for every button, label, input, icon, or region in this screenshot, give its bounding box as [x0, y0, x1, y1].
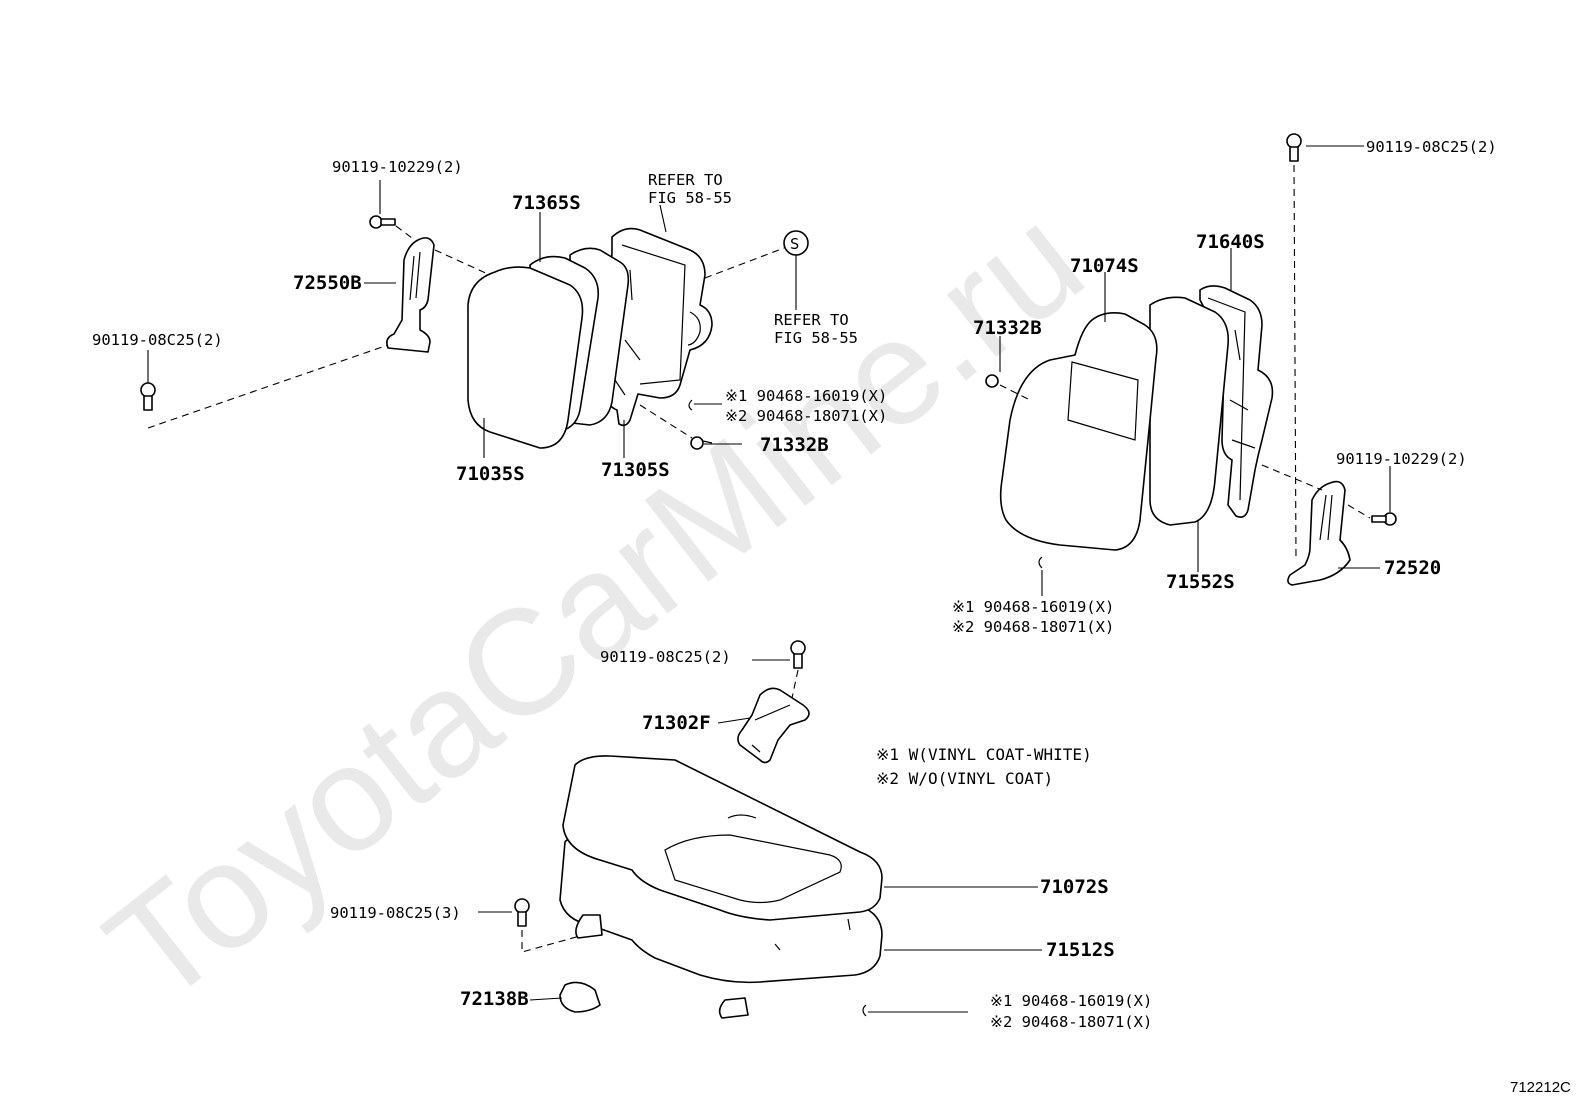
- cover-71072s-drawing: [562, 755, 883, 921]
- bolt-lower-icon: [514, 898, 530, 927]
- pad-71552s-drawing: [1149, 296, 1230, 526]
- frame-71640s-drawing: [1199, 285, 1274, 518]
- label-refer-top-2: FIG 58-55: [648, 189, 732, 207]
- bolt-upper-left-icon: [369, 215, 396, 229]
- label-bracket-72520: 72520: [1384, 557, 1441, 579]
- label-cover-71072s: 71072S: [1040, 876, 1109, 898]
- label-frame-71640s: 71640S: [1196, 231, 1265, 253]
- label-clip-mid-2: ※2 90468-18071(X): [952, 618, 1114, 636]
- label-clip-mid-1: ※1 90468-16019(X): [952, 598, 1114, 616]
- label-clip-left-2: ※2 90468-18071(X): [725, 407, 887, 425]
- label-nut-left: 71332B: [760, 434, 829, 456]
- clip-left-icon: [688, 399, 693, 411]
- label-bolt-top-right: 90119-08C25(2): [1366, 138, 1497, 156]
- label-bolt-lower: 90119-08C25(3): [330, 904, 461, 922]
- label-refer-right-1: REFER TO: [774, 311, 849, 329]
- seat-cushion-group: [478, 640, 1042, 1019]
- cap-72138b-drawing: [559, 981, 601, 1013]
- bolt-left-icon: [140, 382, 156, 411]
- bolt-center-icon: [790, 640, 806, 669]
- right-seatback-group: [985, 133, 1397, 596]
- label-pad-71365s: 71365S: [512, 192, 581, 214]
- bracket-72520-drawing: [1287, 480, 1351, 586]
- label-bracket-72550b: 72550B: [293, 272, 362, 294]
- label-clip-left-1: ※1 90468-16019(X): [725, 387, 887, 405]
- bolt-top-right-icon: [1286, 133, 1302, 162]
- label-cover-71074s: 71074S: [1070, 255, 1139, 277]
- label-nut-right: 71332B: [973, 317, 1042, 339]
- cover-71035s-drawing: [467, 266, 584, 449]
- label-refer-top-1: REFER TO: [648, 171, 723, 189]
- label-refer-right-2: FIG 58-55: [774, 329, 858, 347]
- clip-bottom-icon: [862, 1004, 867, 1017]
- label-pad-71552s: 71552S: [1166, 571, 1235, 593]
- callout-labels: 90119-10229(2) 72550B 90119-08C25(2) 713…: [92, 138, 1571, 1096]
- label-cap-72138b: 72138B: [460, 988, 529, 1010]
- label-hinge-71302f: 71302F: [642, 712, 711, 734]
- label-note-2: ※2 W/O(VINYL COAT): [876, 769, 1053, 788]
- frame-71305s-drawing: [606, 227, 713, 427]
- label-bolt-upper-left: 90119-10229(2): [332, 158, 463, 176]
- label-clip-bottom-1: ※1 90468-16019(X): [990, 992, 1152, 1010]
- nut-right-icon: [985, 374, 999, 388]
- label-cover-71035s: 71035S: [456, 463, 525, 485]
- bolt-right-icon: [1371, 512, 1397, 526]
- label-clip-bottom-2: ※2 90468-18071(X): [990, 1013, 1152, 1031]
- cover-71074s-drawing: [999, 312, 1158, 551]
- nut-left-icon: [690, 436, 713, 450]
- label-bolt-center: 90119-08C25(2): [600, 648, 731, 666]
- label-pad-71512s: 71512S: [1046, 939, 1115, 961]
- hinge-71302f-drawing: [737, 687, 810, 764]
- label-frame-71305s: 71305S: [601, 459, 670, 481]
- label-bolt-left: 90119-08C25(2): [92, 331, 223, 349]
- clip-mid-icon: [1038, 556, 1043, 569]
- s-marker-label: S: [790, 235, 799, 253]
- diagram-code: 712212C: [1510, 1079, 1571, 1096]
- label-note-1: ※1 W(VINYL COAT-WHITE): [876, 745, 1092, 764]
- left-seatback-group: S: [140, 180, 809, 458]
- label-bolt-right: 90119-10229(2): [1336, 450, 1467, 468]
